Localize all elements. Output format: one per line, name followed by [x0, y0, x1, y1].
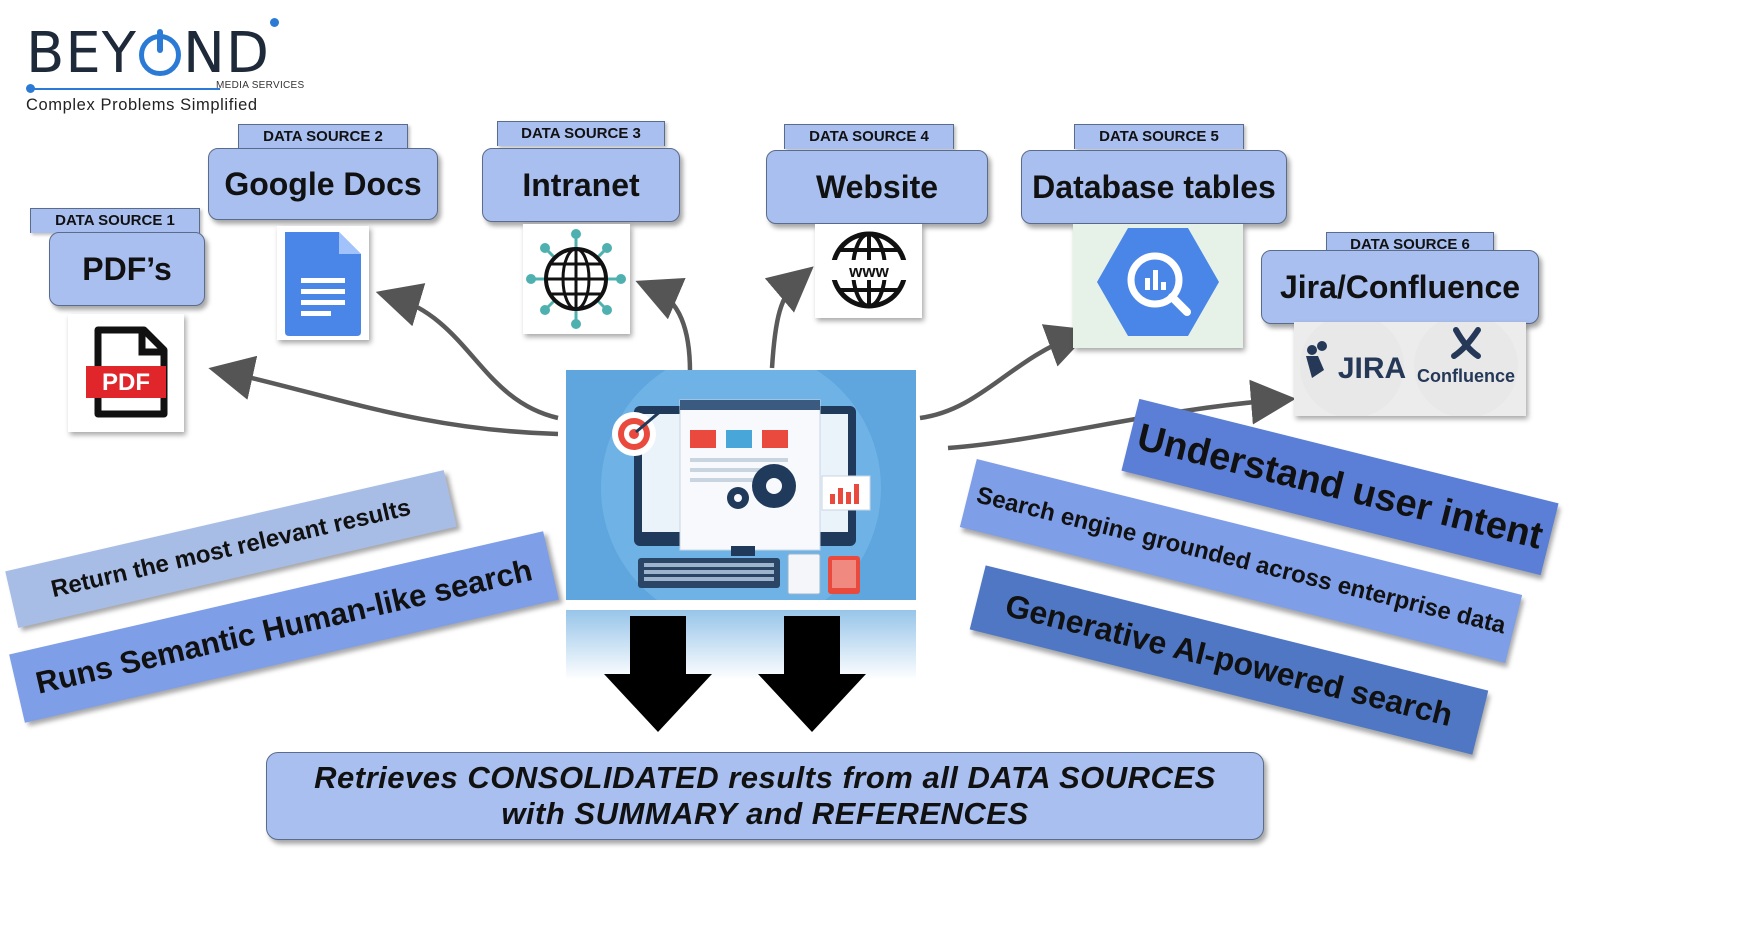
- bigquery-icon: [1097, 228, 1219, 336]
- data-source-tab-3: DATA SOURCE 3: [497, 121, 665, 146]
- arrow-to-jira: [947, 379, 1296, 451]
- logo-underline: [30, 88, 220, 90]
- pdf-icon: PDF: [86, 326, 168, 418]
- arrow-to-database: [919, 324, 1092, 421]
- data-source-tab-1: DATA SOURCE 1: [30, 208, 200, 233]
- data-source-tab-4: DATA SOURCE 4: [784, 124, 954, 149]
- data-source-jira-confluence: Jira/Confluence: [1261, 250, 1539, 324]
- search-computer-illustration: [566, 370, 916, 600]
- network-globe-icon: [526, 229, 626, 329]
- svg-text:PDF: PDF: [102, 369, 150, 396]
- logo-subtitle: MEDIA SERVICES: [216, 80, 305, 91]
- database-card: [1073, 224, 1243, 348]
- data-source-database: Database tables: [1021, 150, 1287, 224]
- arrow-to-pdf: [208, 355, 559, 437]
- jira-confluence-card: JIRA Confluence: [1294, 314, 1526, 418]
- arrow-to-intranet: [635, 277, 693, 373]
- jira-confluence-icon: JIRA Confluence: [1300, 314, 1518, 418]
- website-card: www: [815, 224, 922, 318]
- svg-text:Confluence: Confluence: [1417, 366, 1515, 386]
- computer-reflection: [566, 610, 916, 680]
- pdf-card: PDF: [68, 314, 184, 432]
- www-globe-icon: www: [829, 231, 909, 309]
- data-source-google-docs: Google Docs: [208, 148, 438, 220]
- consolidated-results-box: Retrieves CONSOLIDATED results from all …: [266, 752, 1264, 840]
- down-arrow-left: [604, 616, 712, 732]
- down-arrows: [604, 616, 866, 732]
- data-source-tab-5: DATA SOURCE 5: [1074, 124, 1244, 149]
- data-source-intranet: Intranet: [482, 148, 680, 222]
- data-source-website: Website: [766, 150, 988, 224]
- logo-dot: [270, 18, 279, 27]
- power-icon: [139, 29, 182, 76]
- data-source-pdf: PDF’s: [49, 232, 205, 306]
- svg-text:www: www: [848, 262, 889, 281]
- computer-icon: [601, 370, 881, 600]
- google-docs-card: [277, 226, 369, 340]
- logo-tagline: Complex Problems Simplified: [26, 96, 258, 114]
- arrow-to-google-docs: [375, 283, 559, 421]
- intranet-card: [523, 224, 630, 334]
- google-docs-icon: [285, 232, 361, 336]
- consolidated-line-1: Retrieves CONSOLIDATED results from all …: [314, 760, 1216, 795]
- svg-text:JIRA: JIRA: [1338, 352, 1406, 385]
- arrow-to-website: [764, 266, 814, 369]
- down-arrow-right: [758, 616, 866, 732]
- consolidated-line-2: with SUMMARY and REFERENCES: [501, 796, 1029, 831]
- data-source-tab-2: DATA SOURCE 2: [238, 124, 408, 149]
